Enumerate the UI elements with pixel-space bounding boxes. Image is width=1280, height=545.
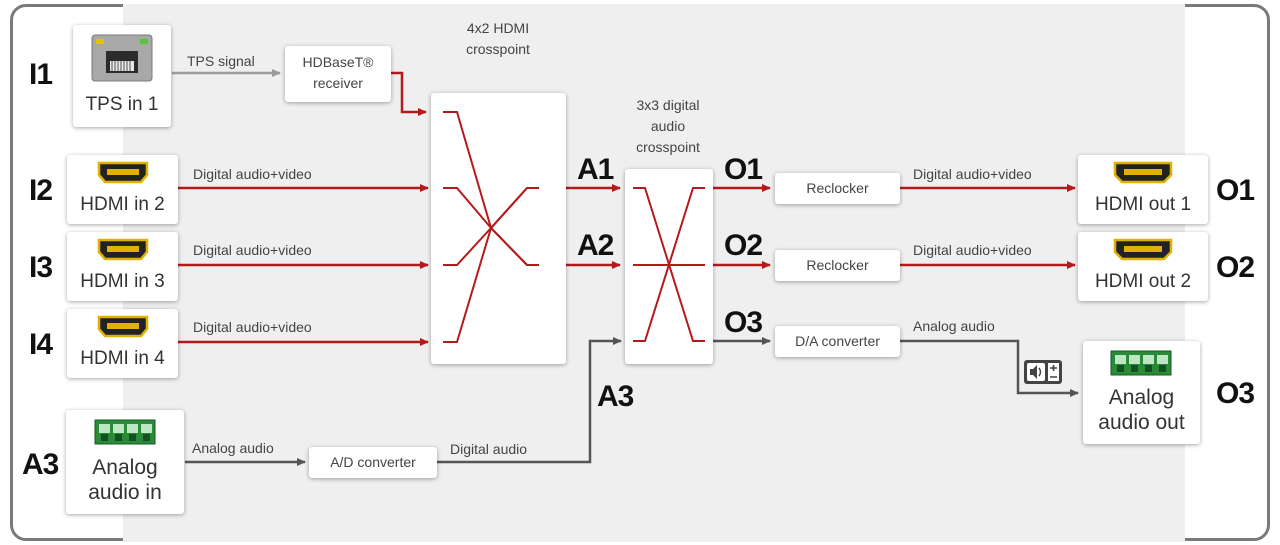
da-converter-label: D/A converter: [795, 333, 880, 349]
crosspoint-matrix-icon: [633, 187, 705, 342]
hdmi-crosspoint-title-1: 4x2 HDMI: [466, 20, 530, 36]
analog-audio-out-port: Analog audio out: [1083, 341, 1200, 444]
da-converter-block: D/A converter: [775, 326, 900, 357]
label-i3: I3: [29, 251, 53, 284]
label-a1: A1: [577, 153, 614, 186]
crosspoint-matrix-icon: [443, 111, 539, 343]
in3-signal-label: Digital audio+video: [193, 242, 312, 258]
label-i1: I1: [29, 58, 53, 91]
reclocker-2-label: Reclocker: [806, 257, 869, 273]
audio-crosspoint-title-3: crosspoint: [636, 139, 700, 155]
hdmi-connector-icon: [97, 315, 149, 338]
label-o3: O3: [724, 306, 763, 339]
hdmi-in2-label: HDMI in 2: [80, 194, 165, 215]
hdmi-in3-label: HDMI in 3: [80, 271, 165, 292]
analog-in-label-1: Analog: [92, 456, 158, 479]
label-o1-right: O1: [1216, 174, 1255, 207]
in4-signal-label: Digital audio+video: [193, 319, 312, 335]
analog-out-line: [900, 339, 1079, 397]
analog-in-label-2: audio in: [88, 481, 162, 504]
volume-icon: [1024, 360, 1062, 384]
hdmi-in2-port: HDMI in 2: [67, 155, 178, 224]
label-o2-right: O2: [1216, 251, 1255, 284]
hdmi-connector-icon: [1113, 161, 1173, 184]
rj45-icon: [91, 34, 153, 82]
label-a2: A2: [577, 229, 614, 262]
audio-crosspoint-block: [625, 169, 713, 364]
hdmi-out2-port: HDMI out 2: [1078, 232, 1208, 301]
in2-signal-label: Digital audio+video: [193, 166, 312, 182]
label-o1: O1: [724, 153, 763, 186]
label-o2: O2: [724, 229, 763, 262]
analog-out-signal-label: Analog audio: [913, 318, 995, 334]
hdmi-connector-icon: [97, 238, 149, 261]
label-i2: I2: [29, 174, 53, 207]
label-a3-left: A3: [22, 448, 59, 481]
ad-converter-label: A/D converter: [330, 454, 416, 470]
out1-signal-label: Digital audio+video: [913, 166, 1032, 182]
hdmi-connector-icon: [1113, 238, 1173, 261]
analog-audio-in-port: Analog audio in: [66, 410, 184, 514]
terminal-block-icon: [94, 419, 156, 445]
hdmi-in4-label: HDMI in 4: [80, 348, 165, 369]
hdmi-crosspoint-block: [431, 93, 566, 364]
tps-in-label: TPS in 1: [85, 94, 159, 115]
hdmi-out1-label: HDMI out 1: [1094, 194, 1192, 215]
hdmi-in4-port: HDMI in 4: [67, 309, 178, 378]
ad-converter-block: A/D converter: [309, 447, 437, 478]
digital-audio-signal-label: Digital audio: [450, 441, 528, 457]
hdbaset-label-2: receiver: [313, 75, 363, 91]
reclocker-2-block: Reclocker: [775, 250, 900, 281]
audio-crosspoint-title-2: audio: [650, 118, 686, 134]
reclocker-1-block: Reclocker: [775, 173, 900, 204]
hdbaset-label-1: HDBaseT®: [302, 54, 374, 70]
terminal-block-icon: [1110, 350, 1172, 376]
label-a3-mid: A3: [597, 380, 634, 413]
hdmi-out1-port: HDMI out 1: [1078, 155, 1208, 224]
out2-signal-label: Digital audio+video: [913, 242, 1032, 258]
tps-signal-label: TPS signal: [187, 53, 255, 69]
hdmi-crosspoint-title-2: crosspoint: [466, 41, 530, 57]
hdbaset-receiver-block: HDBaseT® receiver: [285, 46, 391, 102]
analog-out-label-1: Analog: [1108, 386, 1175, 409]
digital-audio-line: [437, 337, 622, 464]
reclocker-1-label: Reclocker: [806, 180, 869, 196]
hdmi-out2-label: HDMI out 2: [1094, 271, 1192, 292]
analog-out-label-2: audio out: [1098, 411, 1185, 434]
label-i4: I4: [29, 328, 53, 361]
tps-in-port: TPS in 1: [73, 25, 171, 127]
audio-crosspoint-title-1: 3x3 digital: [636, 97, 700, 113]
analog-in-signal-label: Analog audio: [192, 440, 274, 456]
label-o3-right: O3: [1216, 377, 1255, 410]
hdbaset-to-crosspoint-line: [390, 71, 427, 116]
hdmi-in3-port: HDMI in 3: [67, 232, 178, 301]
hdmi-connector-icon: [97, 161, 149, 184]
